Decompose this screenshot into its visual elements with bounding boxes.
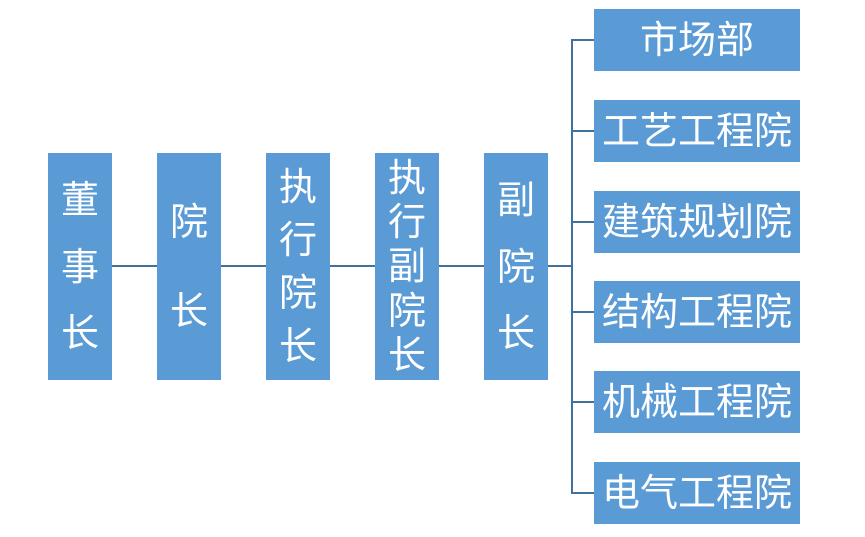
connector-executive-dean-executive-vice-dean — [330, 265, 375, 267]
dean-label: 院长 — [169, 200, 208, 333]
process-engineering-label: 工艺工程院 — [601, 109, 792, 153]
vice-dean-box: 副院长 — [484, 153, 548, 380]
architecture-planning-label: 建筑规划院 — [601, 200, 792, 244]
executive-vice-dean-box: 执行副院长 — [375, 153, 439, 380]
connector-stub-mechanical-engineering — [571, 401, 594, 403]
connector-dean-executive-dean — [221, 265, 266, 267]
marketing-dept-label: 市场部 — [639, 18, 754, 62]
chairman-box: 董事长 — [48, 153, 112, 380]
architecture-planning-box: 建筑规划院 — [594, 191, 800, 253]
electrical-engineering-box: 电气工程院 — [594, 462, 800, 524]
electrical-engineering-label: 电气工程院 — [601, 471, 792, 515]
vice-dean-label: 副院长 — [496, 178, 535, 355]
connector-stub-marketing-dept — [571, 39, 594, 41]
connector-chairman-dean — [112, 265, 157, 267]
chairman-label: 董事长 — [60, 178, 99, 355]
connector-vice-dean-trunk — [548, 265, 572, 267]
executive-dean-label: 执行院长 — [278, 165, 317, 368]
structural-engineering-label: 结构工程院 — [601, 290, 792, 334]
connector-executive-vice-dean-vice-dean — [439, 265, 484, 267]
connector-stub-structural-engineering — [571, 311, 594, 313]
structural-engineering-box: 结构工程院 — [594, 281, 800, 343]
connector-stub-electrical-engineering — [571, 492, 594, 494]
mechanical-engineering-box: 机械工程院 — [594, 371, 800, 433]
connector-trunk — [571, 39, 573, 494]
marketing-dept-box: 市场部 — [594, 9, 800, 71]
process-engineering-box: 工艺工程院 — [594, 100, 800, 162]
connector-stub-architecture-planning — [571, 221, 594, 223]
connector-stub-process-engineering — [571, 130, 594, 132]
mechanical-engineering-label: 机械工程院 — [601, 380, 792, 424]
executive-vice-dean-label: 执行副院长 — [387, 156, 426, 377]
executive-dean-box: 执行院长 — [266, 153, 330, 380]
dean-box: 院长 — [157, 153, 221, 380]
